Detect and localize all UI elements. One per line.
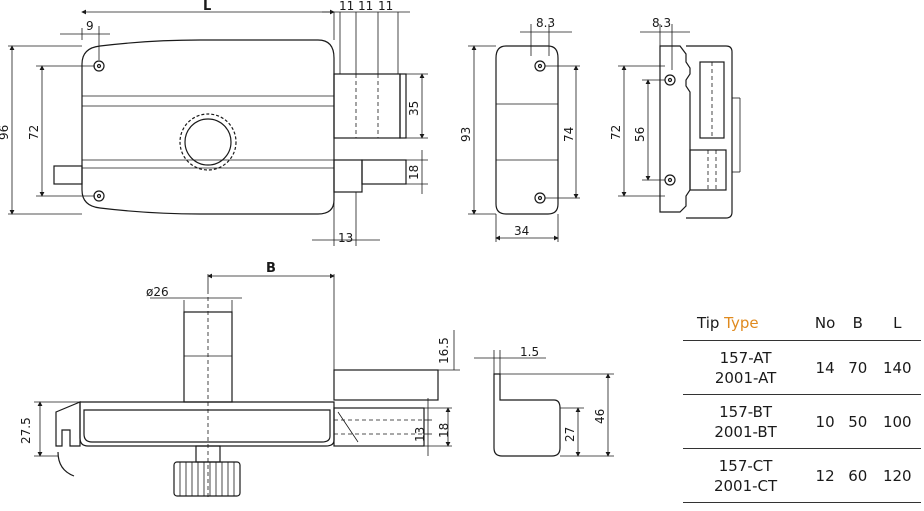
dim-72: 72 <box>27 125 41 140</box>
spec-table-header: Tip Type No B L <box>683 306 921 341</box>
header-l: L <box>873 306 921 341</box>
cell-no: 10 <box>808 394 842 449</box>
dim-11c: 11 <box>378 0 393 13</box>
cell-no: 14 <box>808 340 842 395</box>
dim-96: 96 <box>0 125 11 140</box>
header-tip-type: Tip Type <box>683 306 809 341</box>
cell-tip-line1: 157-CT <box>718 456 773 475</box>
cell-tip-line2: 2001-BT <box>714 422 777 441</box>
side-dim-8-3: 8.3 <box>536 16 555 30</box>
dim-9: 9 <box>86 19 94 33</box>
plate-dim-8-3: 8.3 <box>652 16 671 30</box>
cell-l: 140 <box>873 340 921 395</box>
cell-tip-line2: 2001-AT <box>714 368 777 387</box>
front-view <box>8 9 428 246</box>
dim-11b: 11 <box>358 0 373 13</box>
cell-l: 120 <box>873 448 921 503</box>
bracket-dim-46: 46 <box>593 409 607 424</box>
bottom-view <box>34 273 460 500</box>
cell-l: 100 <box>873 394 921 449</box>
header-b: B <box>841 306 874 341</box>
cell-tip-line2: 2001-CT <box>713 476 778 495</box>
dim-11a: 11 <box>339 0 354 13</box>
cell-b: 50 <box>841 394 874 449</box>
bracket-dim-1-5: 1.5 <box>520 345 539 359</box>
dim-13b: 13 <box>413 427 427 442</box>
dim-18: 18 <box>407 165 421 180</box>
header-tip: Tip <box>697 314 725 332</box>
side-dim-74: 74 <box>562 127 576 142</box>
dim-16-5: 16.5 <box>437 337 451 364</box>
bracket-view <box>474 350 614 457</box>
plate-dim-72: 72 <box>609 125 623 140</box>
header-no: No <box>808 306 842 341</box>
dim-27-5: 27.5 <box>19 417 33 444</box>
dim-L: L <box>203 0 211 14</box>
plate-view <box>618 24 741 219</box>
bracket-dim-27: 27 <box>563 427 577 442</box>
dim-13: 13 <box>338 231 353 245</box>
cell-no: 12 <box>808 448 842 503</box>
cell-b: 70 <box>841 340 874 395</box>
dim-diameter-26: ø26 <box>146 285 169 299</box>
cell-tip-line1: 157-AT <box>719 348 772 367</box>
side-dim-93: 93 <box>459 127 473 142</box>
plate-dim-56: 56 <box>633 127 647 142</box>
dim-18b: 18 <box>437 423 451 438</box>
header-type: Type <box>724 314 759 332</box>
side-dim-34: 34 <box>514 224 529 238</box>
cell-b: 60 <box>841 448 874 503</box>
dim-35: 35 <box>407 101 421 116</box>
cell-tip-line1: 157-BT <box>719 402 773 421</box>
dim-B: B <box>266 261 276 276</box>
side-view <box>468 24 580 242</box>
